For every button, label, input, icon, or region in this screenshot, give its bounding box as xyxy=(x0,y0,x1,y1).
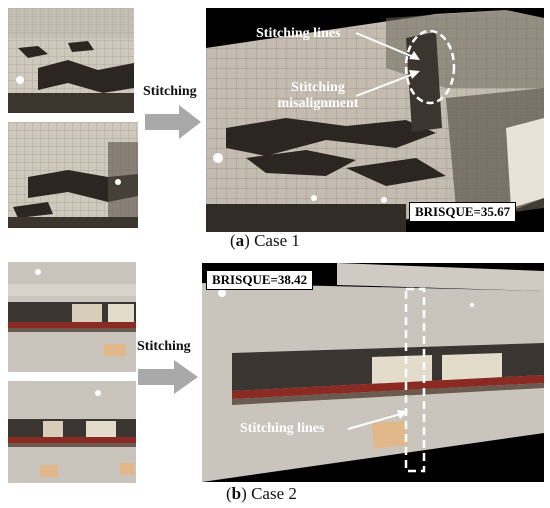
case2-stitched-image xyxy=(202,263,544,482)
case1-input-image-bottom xyxy=(8,122,138,228)
case1-stitching-ellipse xyxy=(404,29,456,105)
case2-stitching-box xyxy=(404,287,426,473)
case2-caption-letter: b xyxy=(231,484,242,503)
case1-brisque-badge: BRISQUE=35.67 xyxy=(409,202,517,222)
case1-stitching-label: Stitching xyxy=(143,84,197,99)
case2-caption-text: Case 2 xyxy=(251,484,297,503)
case1-input-image-top xyxy=(8,8,134,113)
case2-input-image-top xyxy=(8,262,136,372)
case2-input-image-bottom xyxy=(8,381,136,483)
case1-stitching-arrow xyxy=(145,105,201,139)
case2-brisque-badge: BRISQUE=38.42 xyxy=(206,270,314,290)
case2-stitching-arrow xyxy=(138,360,198,394)
case2-caption: (b) Case 2 xyxy=(226,484,297,503)
case1-stitching-lines-label: Stitching lines xyxy=(256,26,341,41)
case1-caption: (a) Case 1 xyxy=(230,231,300,250)
case2-stitching-label: Stitching xyxy=(137,339,191,354)
case2-stitching-lines-label: Stitching lines xyxy=(240,421,325,436)
case1-stitched-image xyxy=(206,8,544,232)
case1-stitching-misalignment-label: Stitching misalignment xyxy=(277,80,359,111)
case1-caption-letter: a xyxy=(235,231,245,250)
case1-caption-text: Case 1 xyxy=(254,231,300,250)
